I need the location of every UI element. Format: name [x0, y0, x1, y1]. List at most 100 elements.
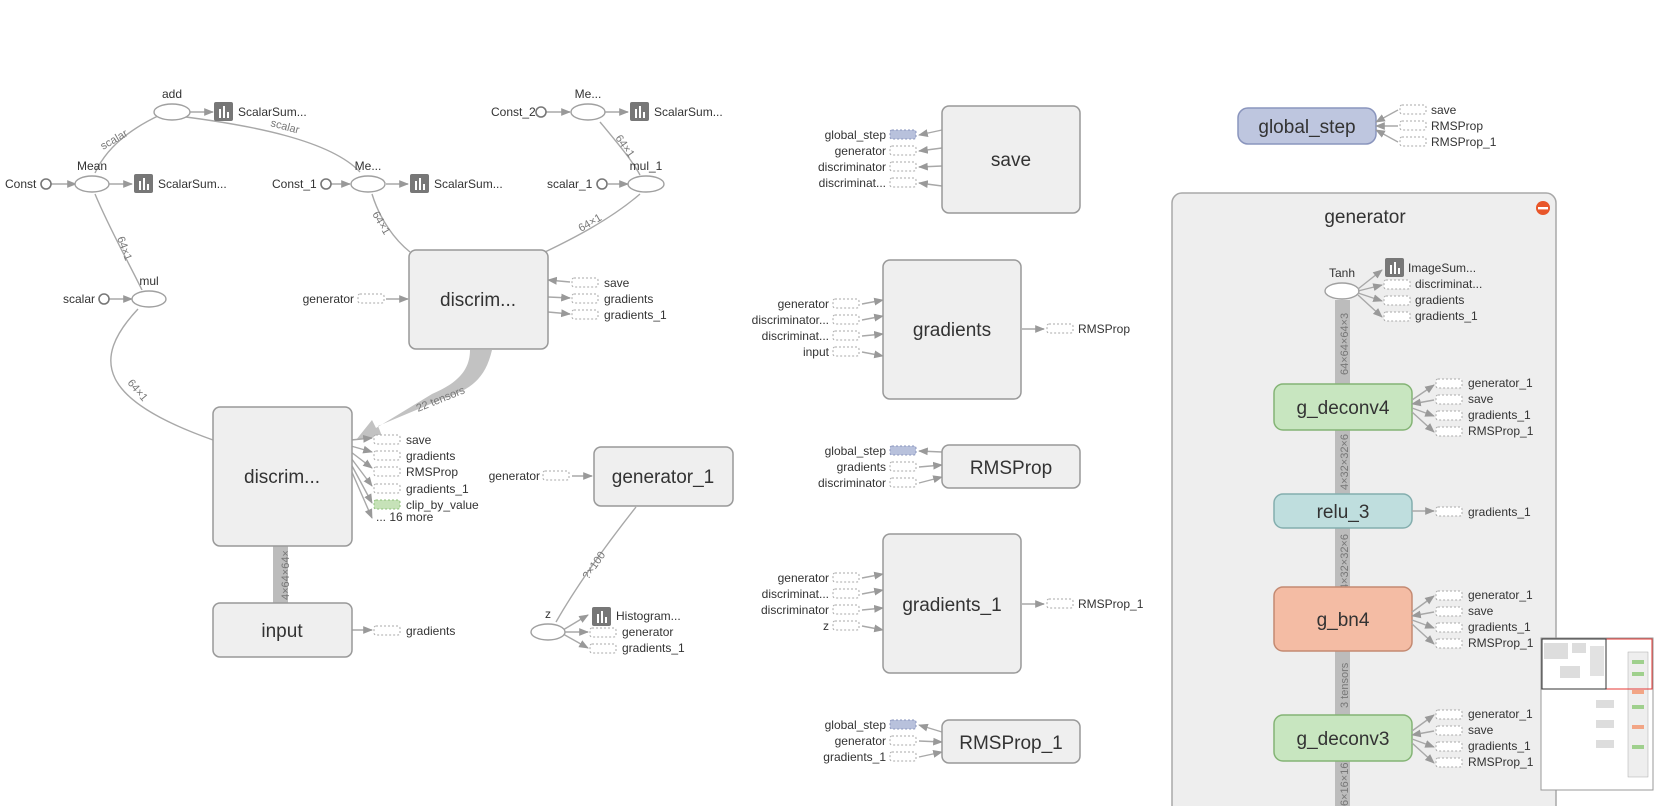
output-stub[interactable]: [1399, 120, 1427, 131]
node-tanh[interactable]: [1324, 282, 1360, 300]
edge-label-z: ?×100: [581, 550, 609, 582]
input-stub[interactable]: [832, 572, 860, 583]
node-rmsprop[interactable]: [941, 444, 1081, 489]
minimap[interactable]: [1540, 637, 1654, 791]
output-stub[interactable]: [1435, 606, 1463, 617]
node-label-gradients: gradients: [913, 320, 991, 341]
output-stub[interactable]: [1399, 104, 1427, 115]
node-mean[interactable]: [74, 175, 110, 193]
node-label-relu-3: relu_3: [1317, 502, 1370, 523]
output-stub[interactable]: [589, 643, 617, 654]
output-stub[interactable]: [373, 434, 401, 445]
input-stub[interactable]: [832, 330, 860, 341]
input-stub[interactable]: [832, 346, 860, 357]
output-label: gradients_1: [1415, 309, 1478, 323]
output-stub[interactable]: [1435, 622, 1463, 633]
node-input[interactable]: [212, 602, 353, 658]
output-stub[interactable]: [1435, 378, 1463, 389]
input-stub[interactable]: [889, 145, 917, 156]
input-stub[interactable]: [889, 719, 917, 730]
input-stub[interactable]: [832, 314, 860, 325]
output-label: discriminat...: [1415, 277, 1482, 291]
node-g-deconv3[interactable]: [1273, 714, 1413, 762]
node-g-bn4[interactable]: [1273, 586, 1413, 652]
summary-icon-4[interactable]: [630, 102, 649, 121]
output-stub[interactable]: [1435, 757, 1463, 768]
node-rmsprop-1[interactable]: [941, 719, 1081, 764]
input-stub[interactable]: [542, 470, 570, 481]
node-const-2[interactable]: [535, 106, 547, 118]
node-label-me: Me...: [355, 159, 382, 173]
output-label: save: [1468, 604, 1494, 618]
summary-icon-6[interactable]: [1385, 258, 1404, 277]
input-stub[interactable]: [832, 604, 860, 615]
input-stub[interactable]: [889, 445, 917, 456]
input-stub[interactable]: [889, 751, 917, 762]
node-generator-1[interactable]: [593, 446, 734, 507]
output-stub[interactable]: [1435, 410, 1463, 421]
node-const-1[interactable]: [320, 178, 332, 190]
node-scalar[interactable]: [98, 293, 110, 305]
node-const[interactable]: [40, 178, 52, 190]
input-stub[interactable]: [832, 620, 860, 631]
input-stub[interactable]: [889, 161, 917, 172]
input-label: discriminator: [818, 476, 886, 490]
edge-input-disc: [273, 545, 288, 603]
output-stub[interactable]: [1435, 725, 1463, 736]
output-stub[interactable]: [1435, 638, 1463, 649]
node-mul[interactable]: [131, 290, 167, 308]
input-stub[interactable]: [832, 298, 860, 309]
node-g-deconv4[interactable]: [1273, 383, 1413, 431]
more-label[interactable]: ... 16 more: [376, 510, 434, 524]
input-stub[interactable]: [832, 588, 860, 599]
input-stub[interactable]: [889, 477, 917, 488]
output-stub[interactable]: [1399, 136, 1427, 147]
output-stub[interactable]: [1383, 279, 1411, 290]
output-label: gradients: [406, 449, 455, 463]
minus-circle-icon[interactable]: [1536, 201, 1550, 215]
edge-label-22-tensors: 22 tensors: [415, 384, 468, 415]
summary-icon-3[interactable]: [410, 174, 429, 193]
output-stub[interactable]: [1435, 506, 1463, 517]
input-stub[interactable]: [889, 177, 917, 188]
output-stub[interactable]: [1383, 311, 1411, 322]
node-save[interactable]: [941, 105, 1081, 214]
output-stub[interactable]: [571, 309, 599, 320]
node-add[interactable]: [153, 103, 191, 121]
summary-icon-1[interactable]: [214, 102, 233, 121]
input-stub[interactable]: [889, 129, 917, 140]
edge-z-gen1: [555, 506, 637, 623]
output-stub[interactable]: [373, 466, 401, 477]
summary-icon-5[interactable]: [592, 607, 611, 626]
input-stub[interactable]: [889, 461, 917, 472]
minimap-block: [1572, 643, 1586, 653]
node-z[interactable]: [530, 623, 566, 641]
output-stub[interactable]: [1383, 295, 1411, 306]
node-me-2[interactable]: [570, 103, 606, 121]
output-stub[interactable]: [1046, 323, 1074, 334]
node-mul-1[interactable]: [627, 175, 665, 193]
output-stub[interactable]: [1435, 709, 1463, 720]
output-stub[interactable]: [589, 627, 617, 638]
output-stub[interactable]: [1435, 394, 1463, 405]
output-stub[interactable]: [1435, 590, 1463, 601]
node-gradients-1[interactable]: [882, 533, 1022, 674]
output-stub[interactable]: [373, 483, 401, 494]
output-stub[interactable]: [1435, 741, 1463, 752]
node-scalar-1[interactable]: [596, 178, 608, 190]
node-gradients[interactable]: [882, 259, 1022, 400]
output-stub[interactable]: [1435, 426, 1463, 437]
output-stub[interactable]: [571, 293, 599, 304]
node-discriminator-top[interactable]: [408, 249, 549, 350]
output-stub[interactable]: [571, 277, 599, 288]
output-stub[interactable]: [373, 625, 401, 636]
node-discriminator-main[interactable]: [212, 406, 353, 547]
node-me[interactable]: [350, 175, 386, 193]
summary-icon-2[interactable]: [134, 174, 153, 193]
output-stub[interactable]: [1046, 598, 1074, 609]
input-stub[interactable]: [357, 293, 385, 304]
output-stub-clip[interactable]: [373, 499, 401, 510]
output-stub[interactable]: [373, 450, 401, 461]
input-stub[interactable]: [889, 735, 917, 746]
